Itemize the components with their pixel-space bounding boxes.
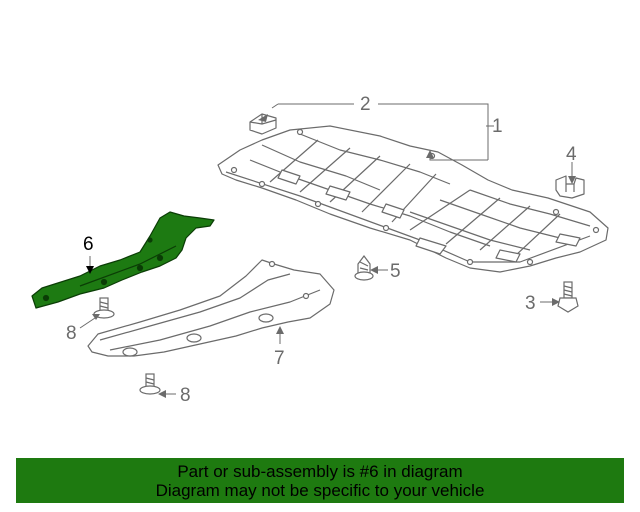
banner-line-2: Diagram may not be specific to your vehi… <box>155 480 485 500</box>
part-7-lower-shield[interactable] <box>87 259 335 357</box>
part-2-clip[interactable] <box>249 113 277 135</box>
callout-7: 7 <box>274 348 285 369</box>
callout-2: 2 <box>360 94 371 115</box>
part-8-bolt-lower[interactable] <box>139 373 161 395</box>
banner-line-1: Part or sub-assembly is #6 in diagram <box>177 461 463 481</box>
callout-1: 1 <box>492 116 503 137</box>
part-3-bolt[interactable] <box>557 281 579 313</box>
callout-8-upper: 8 <box>66 323 77 344</box>
part-4-bracket[interactable] <box>555 175 585 199</box>
leader-lines <box>79 103 573 395</box>
callout-4: 4 <box>566 144 577 165</box>
part-5-push-clip[interactable] <box>354 255 374 281</box>
callout-6: 6 <box>83 234 94 255</box>
parts-diagram: 1 2 3 4 5 6 7 8 8 <box>31 94 609 406</box>
part-1-underbody-shield[interactable] <box>217 125 609 273</box>
info-banner: Part or sub-assembly is #6 in diagram Di… <box>16 458 624 503</box>
callout-5: 5 <box>390 261 401 282</box>
callout-3: 3 <box>525 293 536 314</box>
part-6-shield-highlighted[interactable] <box>31 211 215 309</box>
callout-8-lower: 8 <box>180 385 191 406</box>
leader-arrowheads <box>86 114 576 398</box>
